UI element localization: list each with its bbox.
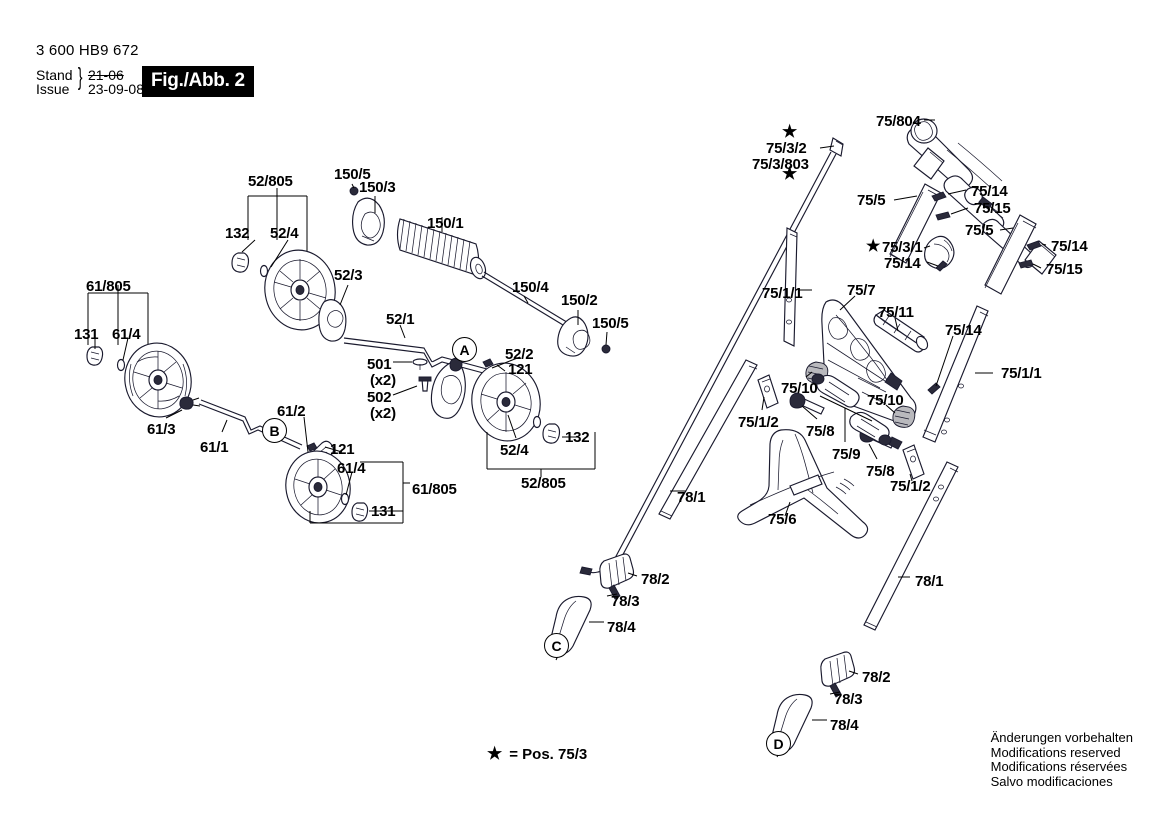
callout-l-75-10-a: 75/10 xyxy=(781,380,818,397)
callout-l-75-14-d: 75/14 xyxy=(945,322,982,339)
hardware-group xyxy=(789,361,916,460)
callout-l-78-1-b: 78/1 xyxy=(915,573,944,590)
callout-l-75-1-1-l: 75/1/1 xyxy=(762,285,803,302)
callout-l-75-14-a: 75/14 xyxy=(971,183,1008,200)
legend-star-icon: ★ xyxy=(487,744,503,763)
footer-line-fr: Modifications réservées xyxy=(990,759,1128,774)
callout-l-150-3: 150/3 xyxy=(359,179,396,196)
footer-line-en: Modifications reserved xyxy=(990,744,1121,760)
stand-label: Stand xyxy=(36,67,73,83)
callout-l-52-4-low: 52/4 xyxy=(500,442,529,459)
marker-a: A xyxy=(452,337,477,362)
callout-l-502: 502 xyxy=(367,389,392,406)
callout-l-75-8-a: 75/8 xyxy=(806,423,835,440)
issue-label: Issue xyxy=(36,81,70,97)
callout-l-78-1-a: 78/1 xyxy=(677,489,706,506)
callout-l-75-11: 75/11 xyxy=(878,304,914,321)
brace-glyph: } xyxy=(77,63,83,91)
callout-l-132-right: 132 xyxy=(565,429,590,446)
callout-l-131-low: 131 xyxy=(371,503,396,520)
footer-line-de: Änderungen vorbehalten xyxy=(990,730,1133,745)
callout-l-150-1: 150/1 xyxy=(427,215,464,232)
marker-d: D xyxy=(766,731,791,756)
callout-l-78-3-b: 78/3 xyxy=(834,691,863,708)
callout-l-501: 501 xyxy=(367,356,392,373)
footer-legal-notice: Änderungen vorbehalten Modifications res… xyxy=(990,730,1133,789)
callout-l-75-5-a: 75/5 xyxy=(857,192,886,209)
callout-l-132-left: 132 xyxy=(225,225,250,242)
callout-l-52-4-top: 52/4 xyxy=(270,225,299,242)
callout-l-75-14-b: 75/14 xyxy=(1051,238,1088,255)
callout-l-61-2: 61/2 xyxy=(277,403,306,420)
callout-l-75-3-2: 75/3/2 xyxy=(766,140,807,157)
callout-l-61-4-low: 61/4 xyxy=(337,460,366,477)
callout-l-75-6: 75/6 xyxy=(768,511,797,528)
figure-badge: Fig./Abb. 2 xyxy=(142,66,254,97)
issue-date: 23-09-08 xyxy=(87,81,144,97)
callout-l-150-2: 150/2 xyxy=(561,292,598,309)
revision-labels: Stand Issue xyxy=(36,68,73,96)
callout-l-75-3-803: 75/3/803 xyxy=(752,156,809,173)
callout-l-502-x2: (x2) xyxy=(370,405,396,422)
callout-l-61-4-left: 61/4 xyxy=(112,326,141,343)
callout-l-75-1-1-r: 75/1/1 xyxy=(1001,365,1042,382)
document-header: 3 600 HB9 672 Stand Issue } 21-06 23-09-… xyxy=(36,42,144,96)
callout-l-78-2-b: 78/2 xyxy=(862,669,891,686)
callout-l-75-7: 75/7 xyxy=(847,282,876,299)
callout-l-75-9: 75/9 xyxy=(832,446,861,463)
callout-l-121-right: 121 xyxy=(508,361,533,378)
callout-l-75-804: 75/804 xyxy=(876,113,921,130)
marker-b: B xyxy=(262,418,287,443)
callout-l-52-3: 52/3 xyxy=(334,267,363,284)
star-icon-75-3-1: ★ xyxy=(866,238,881,255)
callout-l-78-2-a: 78/2 xyxy=(641,571,670,588)
callout-l-75-10-b: 75/10 xyxy=(867,392,904,409)
callout-l-52-1: 52/1 xyxy=(386,311,415,328)
callout-l-150-5-r: 150/5 xyxy=(592,315,629,332)
legend-text: = Pos. 75/3 xyxy=(509,746,588,763)
left-wheel-group xyxy=(86,285,410,524)
legend: ★ = Pos. 75/3 xyxy=(487,744,587,764)
callout-l-61-805-top: 61/805 xyxy=(86,278,131,295)
callout-l-501-x2: (x2) xyxy=(370,372,396,389)
callout-l-75-14-c: 75/14 xyxy=(884,255,921,272)
callout-l-75-1-2-r: 75/1/2 xyxy=(890,478,931,495)
callout-l-75-15-b: 75/15 xyxy=(1046,261,1083,278)
callout-l-78-3-a: 78/3 xyxy=(611,593,640,610)
callout-l-61-805-low: 61/805 xyxy=(412,481,457,498)
callout-l-52-805-top: 52/805 xyxy=(248,173,293,190)
callout-l-52-2: 52/2 xyxy=(505,346,534,363)
stand-date: 21-06 xyxy=(87,67,124,83)
callout-l-75-3-1: 75/3/1 xyxy=(882,239,923,256)
long-control-rod-group xyxy=(579,137,844,576)
spring-assembly-group xyxy=(349,183,611,357)
callout-l-150-5-top: 150/5 xyxy=(334,166,371,183)
callout-l-131-left: 131 xyxy=(74,326,99,343)
callout-l-52-805-low: 52/805 xyxy=(521,475,566,492)
callout-l-78-4-a: 78/4 xyxy=(607,619,636,636)
callout-l-61-1: 61/1 xyxy=(200,439,229,456)
star-icon-bottom: ★ xyxy=(782,164,798,183)
callout-l-150-4: 150/4 xyxy=(512,279,549,296)
revision-block: Stand Issue } 21-06 23-09-08 xyxy=(36,64,144,96)
callout-l-75-1-2-l: 75/1/2 xyxy=(738,414,779,431)
footer-line-es: Salvo modificaciones xyxy=(990,773,1113,789)
callout-l-75-15-a: 75/15 xyxy=(974,200,1011,217)
star-icon-top: ★ xyxy=(782,122,798,141)
left-tube-group xyxy=(658,227,812,520)
callout-l-75-8-b: 75/8 xyxy=(866,463,895,480)
part-number: 3 600 HB9 672 xyxy=(36,42,139,59)
revision-dates: 21-06 23-09-08 xyxy=(88,68,144,96)
callout-l-78-4-b: 78/4 xyxy=(830,717,859,734)
callout-l-121-left: 121 xyxy=(330,441,355,458)
callout-l-75-5-b: 75/5 xyxy=(965,222,994,239)
callout-l-61-3: 61/3 xyxy=(147,421,176,438)
marker-c: C xyxy=(544,633,569,658)
